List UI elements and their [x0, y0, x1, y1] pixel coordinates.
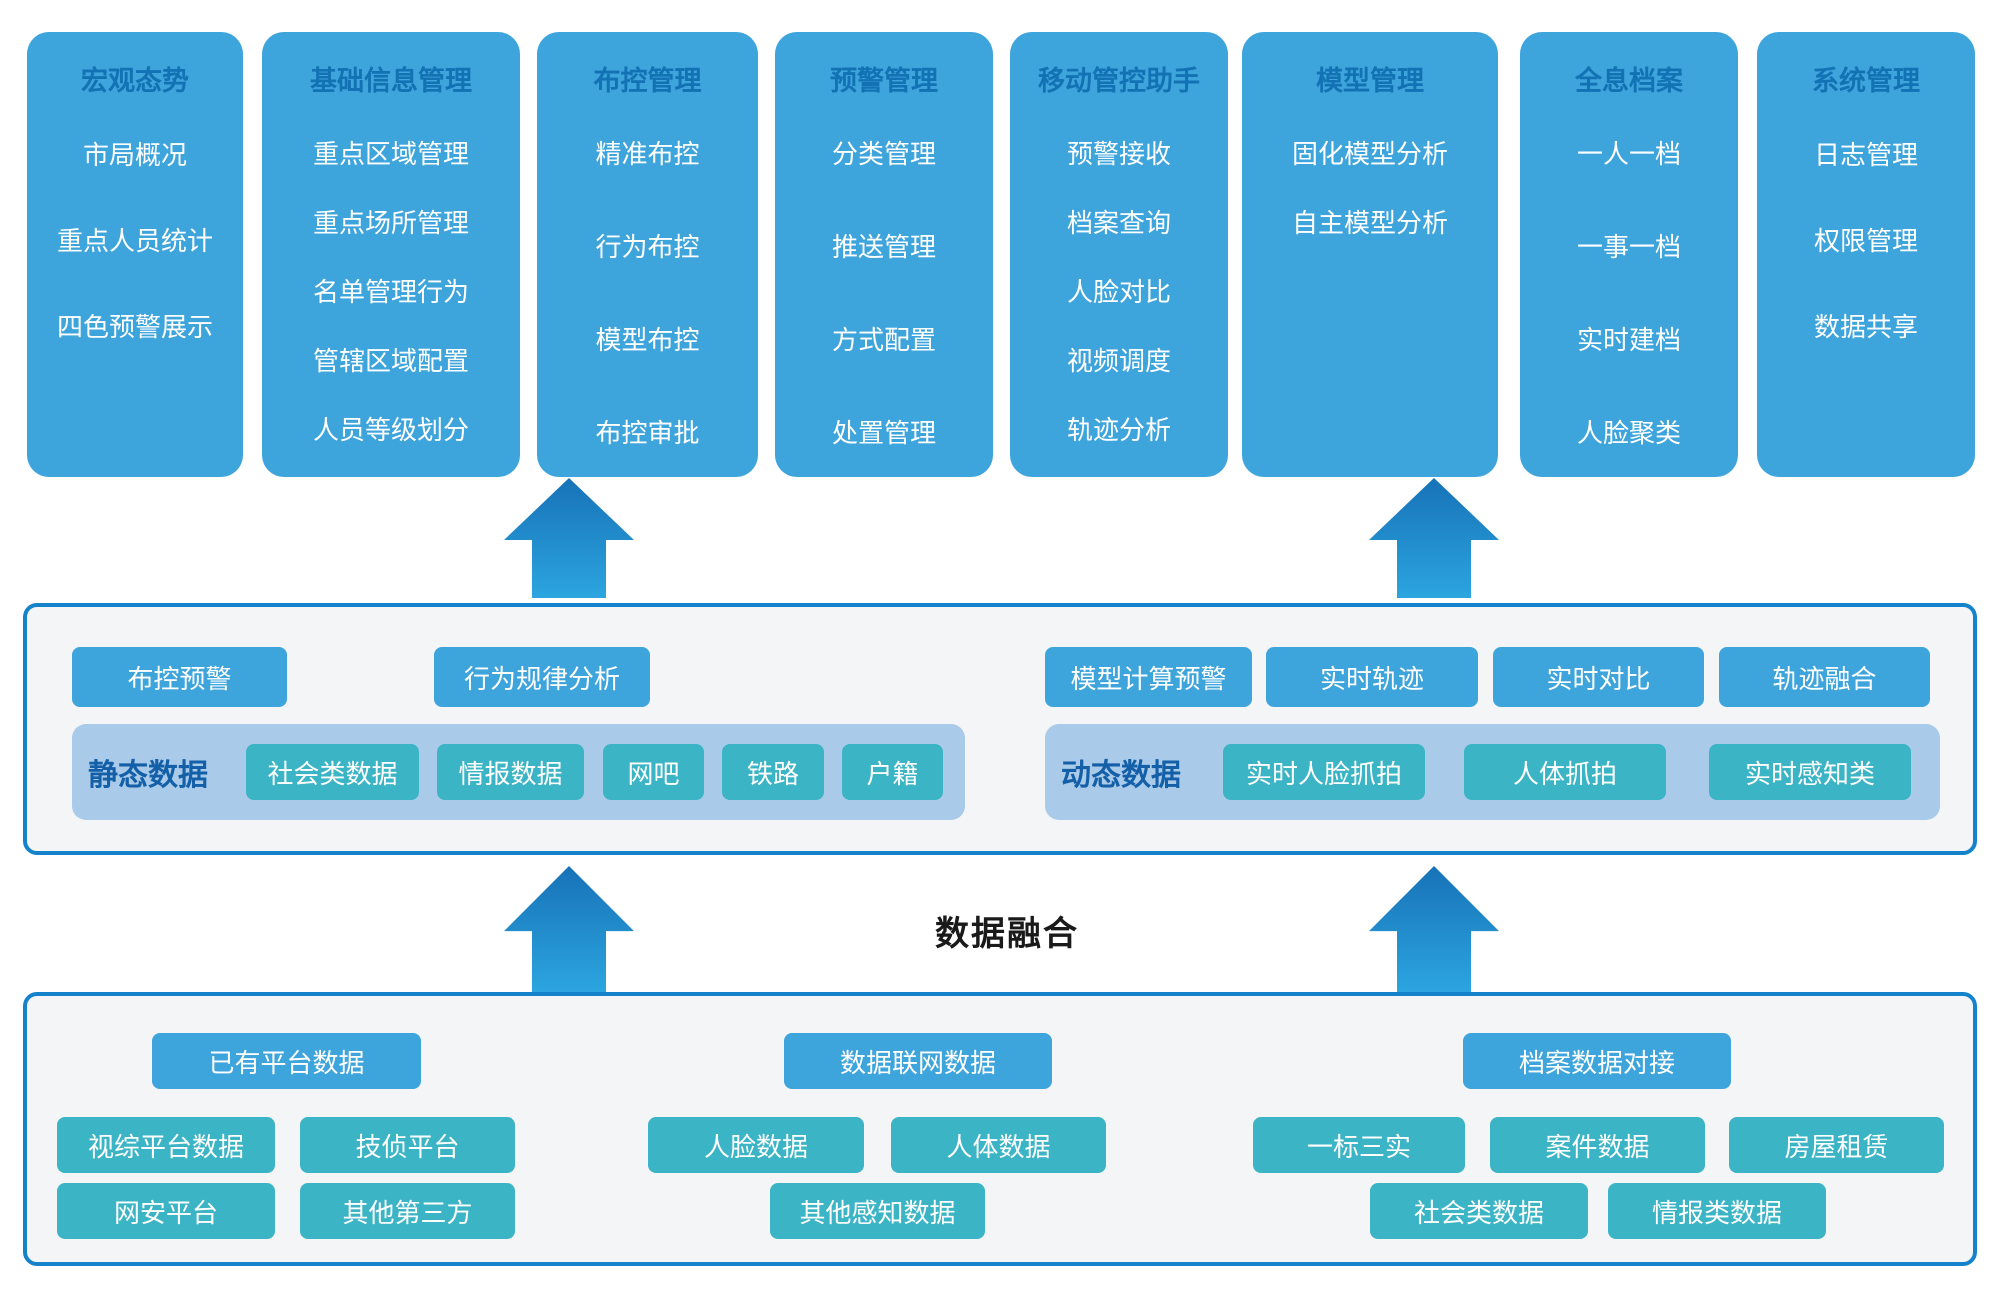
module-item-list: 预警接收 档案查询 人脸对比 视频调度 轨迹分析 — [1010, 118, 1228, 463]
module-item: 处置管理 — [831, 418, 936, 448]
source-chip: 社会类数据 — [1370, 1183, 1588, 1239]
module-title: 布控管理 — [593, 66, 702, 96]
source-chip: 视综平台数据 — [57, 1117, 275, 1173]
module-item: 自主模型分析 — [1291, 208, 1448, 238]
module-card: 全息档案 一人一档 一事一档 实时建档 人脸聚类 — [1520, 32, 1738, 477]
module-item-list: 重点区域管理 重点场所管理 名单管理行为 管辖区域配置 人员等级划分 — [262, 118, 520, 463]
data-type-chip: 社会类数据 — [246, 744, 419, 800]
source-chip: 其他第三方 — [300, 1183, 515, 1239]
module-item-list: 日志管理 权限管理 数据共享 — [1757, 110, 1975, 368]
module-item-list: 一人一档 一事一档 实时建档 人脸聚类 — [1520, 106, 1738, 478]
module-item: 精准布控 — [595, 139, 700, 169]
module-title: 移动管控助手 — [1038, 66, 1200, 96]
module-item: 模型布控 — [595, 325, 700, 355]
source-chip: 房屋租赁 — [1729, 1117, 1944, 1173]
data-type-chip: 实时感知类 — [1709, 744, 1911, 800]
data-type-chip: 实时人脸抓拍 — [1223, 744, 1425, 800]
module-title: 系统管理 — [1812, 66, 1920, 96]
capability-chip: 轨迹融合 — [1719, 647, 1930, 707]
module-item: 市局概况 — [82, 139, 187, 170]
source-chip: 人脸数据 — [648, 1117, 864, 1173]
module-title: 基础信息管理 — [310, 66, 472, 96]
group-label: 静态数据 — [88, 759, 208, 792]
capability-chip: 行为规律分析 — [434, 647, 650, 707]
module-item: 人脸聚类 — [1576, 418, 1681, 448]
module-card: 基础信息管理 重点区域管理 重点场所管理 名单管理行为 管辖区域配置 人员等级划… — [262, 32, 520, 477]
source-group-title: 档案数据对接 — [1463, 1033, 1731, 1089]
source-chip: 情报类数据 — [1608, 1183, 1826, 1239]
module-item-list: 固化模型分析 自主模型分析 — [1242, 118, 1498, 256]
capability-chip: 模型计算预警 — [1045, 647, 1252, 707]
module-item: 固化模型分析 — [1291, 139, 1448, 169]
module-item: 权限管理 — [1813, 225, 1918, 256]
capability-chip: 实时轨迹 — [1266, 647, 1478, 707]
source-chip: 其他感知数据 — [770, 1183, 985, 1239]
module-item: 视频调度 — [1066, 346, 1171, 376]
capability-chip: 实时对比 — [1493, 647, 1704, 707]
module-item: 方式配置 — [831, 325, 936, 355]
up-arrow-icon — [504, 866, 634, 992]
module-item: 一人一档 — [1576, 139, 1681, 169]
up-arrow-icon — [1369, 866, 1499, 992]
module-item: 预警接收 — [1066, 139, 1171, 169]
module-card: 布控管理 精准布控 行为布控 模型布控 布控审批 — [537, 32, 758, 477]
module-item: 实时建档 — [1576, 325, 1681, 355]
module-title: 模型管理 — [1316, 66, 1424, 96]
source-group-title: 数据联网数据 — [784, 1033, 1052, 1089]
module-item: 人员等级划分 — [312, 415, 469, 445]
module-item: 名单管理行为 — [312, 277, 469, 307]
capability-chip: 布控预警 — [72, 647, 287, 707]
module-item: 日志管理 — [1813, 139, 1918, 170]
module-item: 推送管理 — [831, 232, 936, 262]
module-item-list: 精准布控 行为布控 模型布控 布控审批 — [537, 106, 758, 478]
data-type-chip: 网吧 — [603, 744, 704, 800]
module-card: 宏观态势 市局概况 重点人员统计 四色预警展示 — [27, 32, 243, 477]
module-item: 分类管理 — [831, 139, 936, 169]
up-arrow-icon — [504, 478, 634, 598]
module-card: 预警管理 分类管理 推送管理 方式配置 处置管理 — [775, 32, 993, 477]
module-item: 重点人员统计 — [56, 225, 213, 256]
module-item: 一事一档 — [1576, 232, 1681, 262]
source-chip: 人体数据 — [891, 1117, 1106, 1173]
fusion-label: 数据融合 — [935, 915, 1079, 953]
module-title: 预警管理 — [830, 66, 938, 96]
module-item: 管辖区域配置 — [312, 346, 469, 376]
data-type-chip: 铁路 — [722, 744, 824, 800]
up-arrow-icon — [1369, 478, 1499, 598]
module-item: 轨迹分析 — [1066, 415, 1171, 445]
source-chip: 一标三实 — [1253, 1117, 1465, 1173]
module-title: 全息档案 — [1575, 66, 1683, 96]
group-label: 动态数据 — [1061, 759, 1181, 792]
module-item-list: 市局概况 重点人员统计 四色预警展示 — [27, 110, 243, 368]
module-item: 数据共享 — [1813, 311, 1918, 342]
source-chip: 网安平台 — [57, 1183, 275, 1239]
module-item: 行为布控 — [595, 232, 700, 262]
source-chip: 技侦平台 — [300, 1117, 515, 1173]
module-item: 重点区域管理 — [312, 139, 469, 169]
module-title: 宏观态势 — [81, 66, 189, 96]
source-group-title: 已有平台数据 — [152, 1033, 421, 1089]
data-type-chip: 户籍 — [842, 744, 943, 800]
module-item: 布控审批 — [595, 418, 700, 448]
module-item-list: 分类管理 推送管理 方式配置 处置管理 — [775, 106, 993, 478]
source-chip: 案件数据 — [1490, 1117, 1705, 1173]
module-card: 模型管理 固化模型分析 自主模型分析 — [1242, 32, 1498, 477]
module-item: 档案查询 — [1066, 208, 1171, 238]
module-item: 四色预警展示 — [56, 311, 213, 342]
module-card: 移动管控助手 预警接收 档案查询 人脸对比 视频调度 轨迹分析 — [1010, 32, 1228, 477]
module-item: 人脸对比 — [1066, 277, 1171, 307]
data-type-chip: 人体抓拍 — [1464, 744, 1666, 800]
data-type-chip: 情报数据 — [437, 744, 584, 800]
module-card: 系统管理 日志管理 权限管理 数据共享 — [1757, 32, 1975, 477]
module-item: 重点场所管理 — [312, 208, 469, 238]
